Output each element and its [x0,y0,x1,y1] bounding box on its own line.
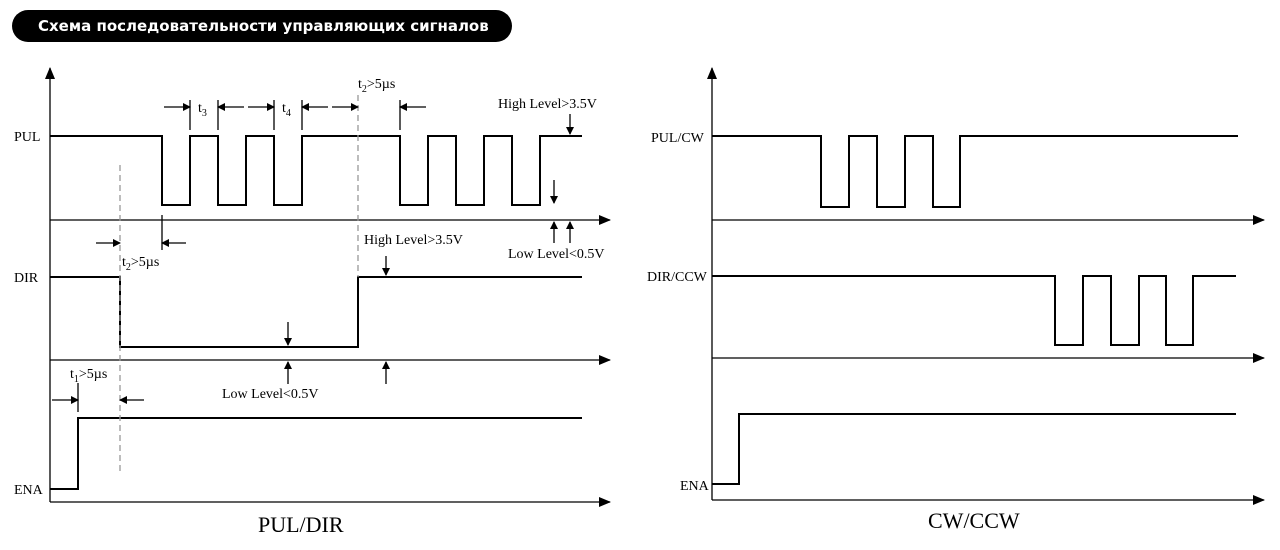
ena-right-waveform [712,413,1236,485]
signal-label-ena: ENA [14,483,44,498]
diagram-title: Схема последовательности управляющих сиг… [12,10,512,42]
ena-waveform [50,417,582,490]
cw-ccw-diagram: PUL/CW DIR/CCW ENA CW/CCW [647,67,1265,533]
pul-dir-diagram: PUL DIR ENA t3 t4 t2>5µs t2>5µs t1>5µs H… [14,67,611,537]
cw-ccw-caption: CW/CCW [928,508,1020,533]
signal-label-ena-right: ENA [680,479,710,494]
signal-label-cw: PUL/CW [651,131,705,146]
signal-label-pul: PUL [14,130,40,145]
t3-label: t3 [198,101,207,119]
t2-mid-label: t2>5µs [122,255,159,273]
t1-label: t1>5µs [70,367,107,385]
t4-label: t4 [282,101,291,119]
pul-low-level-label: Low Level<0.5V [508,247,605,262]
t2-top-label: t2>5µs [358,77,395,95]
ccw-waveform [712,275,1236,346]
pul-waveform [50,135,582,206]
dir-low-level-label: Low Level<0.5V [222,387,319,402]
dir-waveform [50,276,582,348]
dir-high-level-label: High Level>3.5V [364,233,463,248]
pul-dir-caption: PUL/DIR [258,512,344,537]
signal-label-dir: DIR [14,271,39,286]
signal-label-ccw: DIR/CCW [647,270,708,285]
cw-waveform [712,135,1238,208]
pul-high-level-label: High Level>3.5V [498,97,597,112]
